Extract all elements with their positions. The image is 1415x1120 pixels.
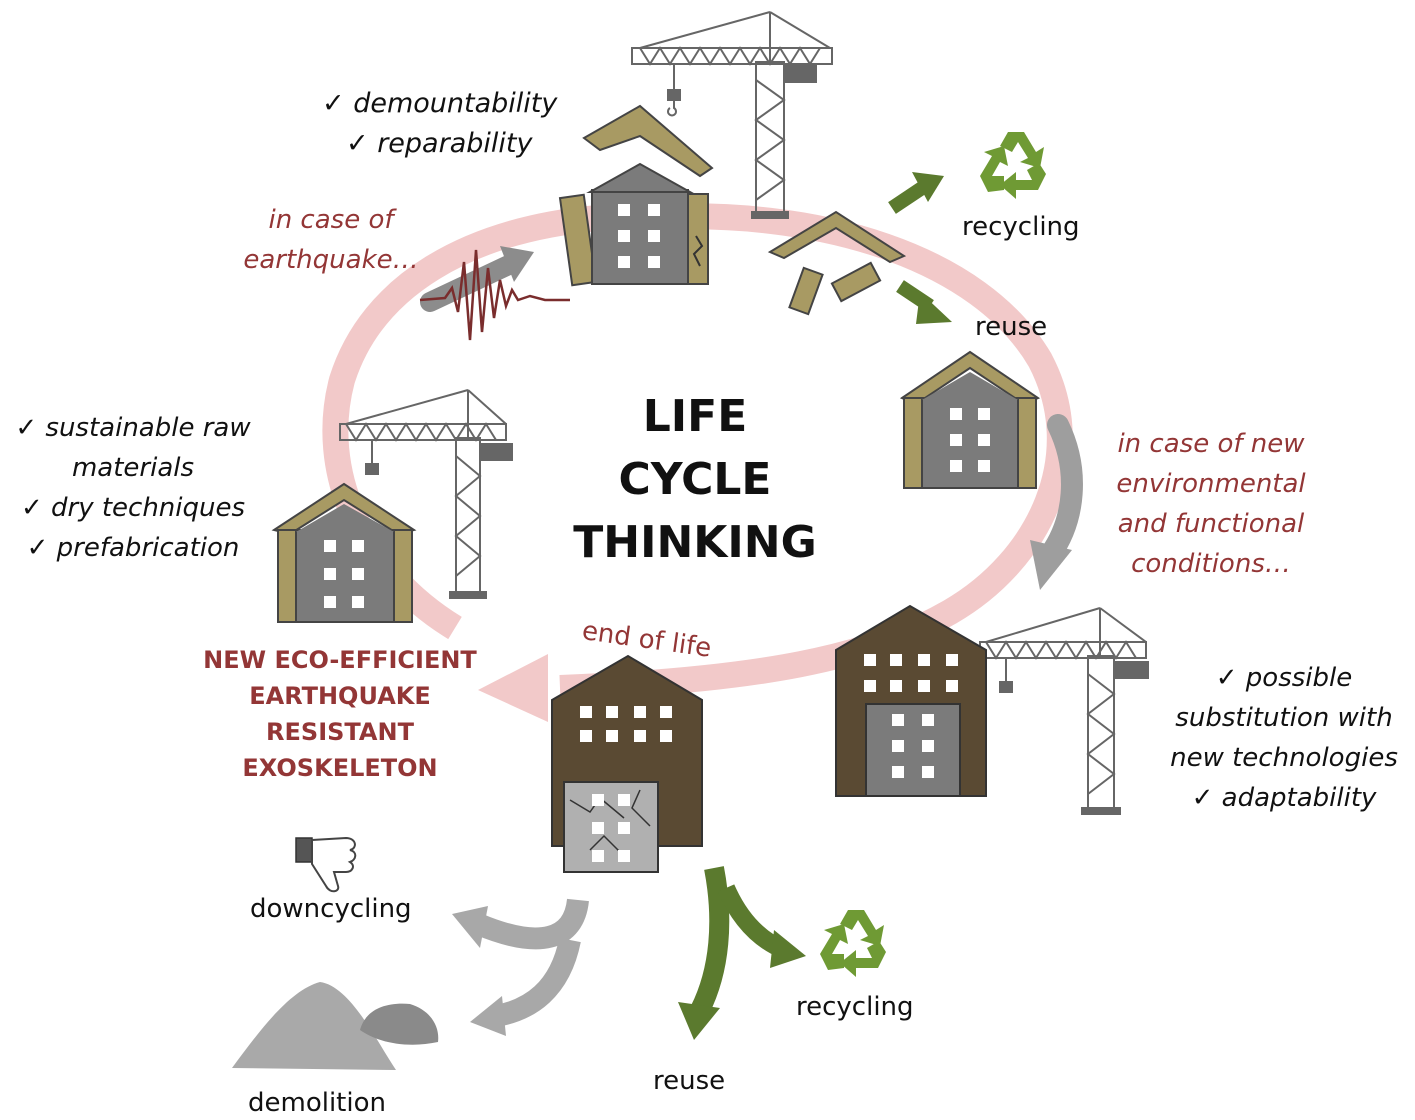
- ring-arrowhead: [478, 654, 548, 722]
- top-building: [558, 104, 714, 287]
- bottom-recycling-label: recycling: [796, 992, 914, 1022]
- top-reuse-label: reuse: [975, 312, 1048, 342]
- top-recycling-label: recycling: [962, 212, 1080, 242]
- reuse-arrow-bottom: [678, 866, 730, 1040]
- recycling-arrow-top: [888, 172, 944, 214]
- recycle-icon-bottom: [820, 910, 886, 977]
- new-building-title-line: NEW ECO-EFFICIENT: [203, 646, 477, 674]
- new-conditions-line: environmental: [1116, 469, 1306, 499]
- adapted-building: [835, 604, 987, 797]
- checklist-right-item: new technologies: [1170, 743, 1398, 773]
- checklist-left-item: ✓ prefabrication: [26, 533, 240, 563]
- end-of-life-building: [551, 654, 703, 873]
- crane-icon-left: [339, 389, 513, 599]
- crane-icon-top: [631, 11, 833, 219]
- downcycling-label: downcycling: [250, 894, 412, 924]
- new-conditions-line: and functional: [1117, 509, 1305, 539]
- downcycling-arrow: [452, 898, 589, 950]
- center-title-line: CYCLE: [618, 454, 772, 505]
- crane-icon-right: [979, 607, 1149, 815]
- demolition-label: demolition: [248, 1088, 386, 1118]
- checklist-right-item: substitution with: [1175, 703, 1393, 733]
- new-building-title-line: EXOSKELETON: [242, 754, 438, 782]
- checklist-top-item: ✓ reparability: [346, 128, 533, 159]
- new-conditions-line: in case of new: [1117, 429, 1305, 459]
- checklist-top-item: ✓ demountability: [322, 88, 558, 119]
- center-title-line: THINKING: [573, 517, 817, 568]
- earthquake-condition-line: earthquake…: [243, 245, 419, 275]
- new-building: [271, 482, 417, 623]
- new-building-title-line: RESISTANT: [266, 718, 414, 746]
- seismic-wave-icon: [419, 246, 570, 341]
- new-conditions-line: conditions…: [1131, 549, 1291, 579]
- recycle-icon-top: [980, 132, 1046, 199]
- condition-arrow: [1030, 414, 1083, 590]
- new-building-title-line: EARTHQUAKE: [249, 682, 431, 710]
- center-title-line: LIFE: [642, 391, 748, 442]
- earthquake-condition-line: in case of: [268, 205, 394, 235]
- earthquake-condition: in case of earthquake…: [236, 200, 426, 280]
- reuse-arrow-top: [896, 280, 952, 324]
- center-title: LIFE CYCLE THINKING: [530, 385, 860, 574]
- checklist-left: ✓ sustainable raw materials ✓ dry techni…: [4, 408, 262, 568]
- new-conditions-text: in case of new environmental and functio…: [1108, 424, 1314, 584]
- recycling-arrow-bottom: [717, 884, 806, 968]
- detached-exoskeleton-parts: [767, 210, 907, 316]
- reused-building: [899, 350, 1041, 489]
- checklist-right-item: ✓ possible: [1215, 663, 1353, 693]
- demolition-rubble: [232, 982, 439, 1070]
- bottom-reuse-label: reuse: [653, 1066, 726, 1096]
- checklist-left-item: materials: [71, 453, 195, 483]
- checklist-left-item: ✓ sustainable raw: [15, 413, 251, 443]
- checklist-right-item: ✓ adaptability: [1191, 783, 1377, 813]
- new-building-title: NEW ECO-EFFICIENT EARTHQUAKE RESISTANT E…: [200, 642, 480, 786]
- demolition-arrow: [470, 937, 581, 1036]
- checklist-left-item: ✓ dry techniques: [20, 493, 246, 523]
- thumbs-down-icon: [295, 836, 357, 893]
- checklist-right: ✓ possible substitution with new technol…: [1160, 658, 1408, 818]
